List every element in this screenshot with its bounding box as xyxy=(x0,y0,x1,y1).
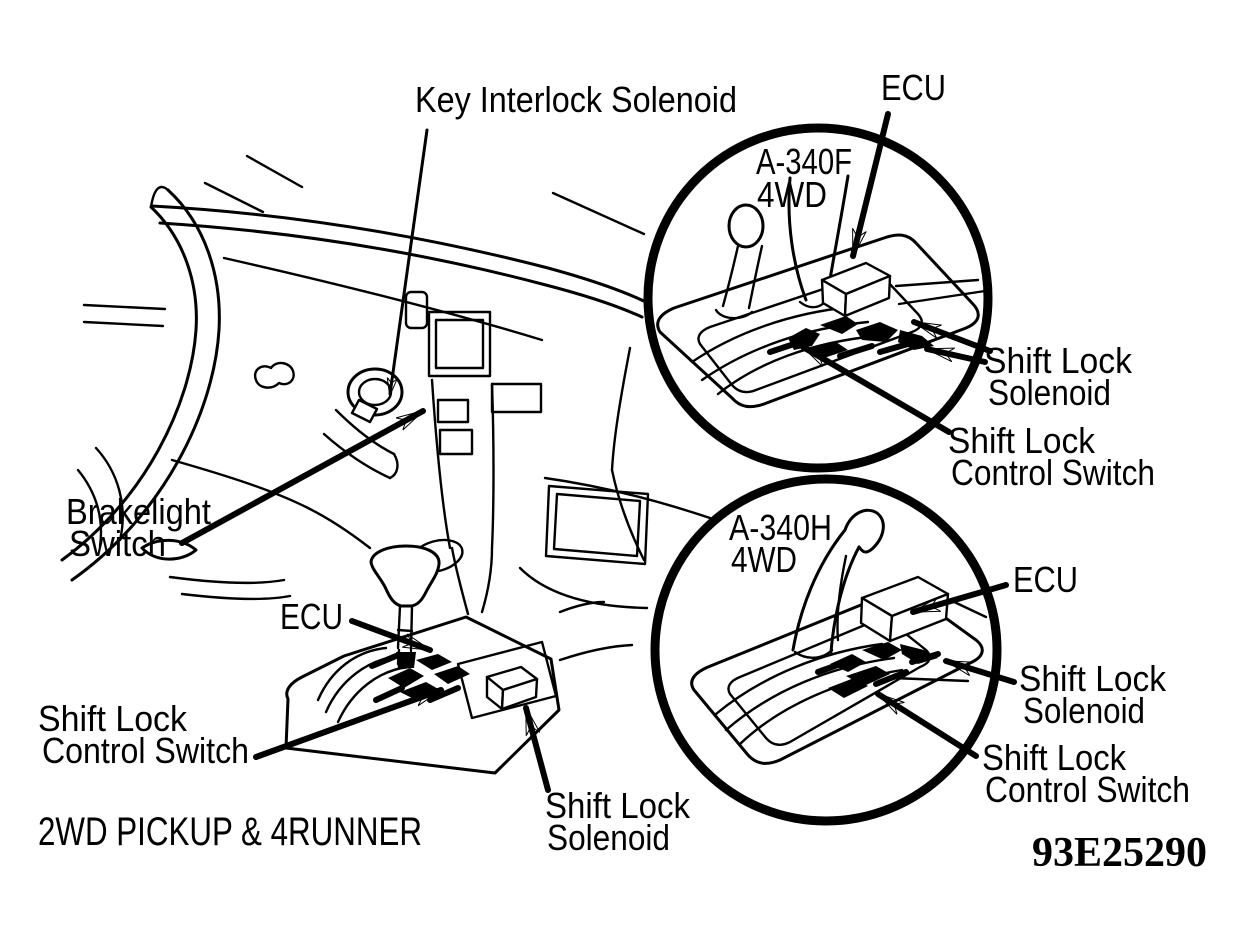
shift-lock-solenoid-main-label-line2: Solenoid xyxy=(547,817,670,858)
shift-lock-mechanism xyxy=(369,652,470,703)
shift-lock-solenoid-a340f-label-line2: Solenoid xyxy=(988,372,1111,413)
dash-handle xyxy=(253,361,295,389)
a340h-title-line2: 4WD xyxy=(731,539,797,580)
shift-lock-control-switch-a340f-label-line1: Shift Lock xyxy=(948,420,1096,461)
shift-lock-solenoid-main-label-line1: Shift Lock xyxy=(545,785,691,826)
shift-lock-control-switch-a340h-leader xyxy=(875,691,979,759)
ecu-a340f-label: ECU xyxy=(881,67,946,108)
a340h-title-line1: A-340H xyxy=(729,507,832,548)
brakelight-switch-label-line1: Brakelight xyxy=(66,491,211,532)
shift-lock-solenoid-a340f-leader-1 xyxy=(911,319,993,354)
ecu-a340f-leader xyxy=(850,111,891,259)
key-interlock-solenoid-leader xyxy=(390,128,429,394)
shift-lock-mechanism xyxy=(815,642,941,698)
instrument-opening xyxy=(427,310,492,378)
ecu-a340h-leader xyxy=(910,582,1009,615)
shift-lever xyxy=(791,508,885,659)
ecu-main-label: ECU xyxy=(280,596,343,637)
shift-lock-control-switch-main-label-line2: Control Switch xyxy=(42,730,249,771)
shift-lever-handle xyxy=(369,544,441,608)
key-interlock-solenoid-label: Key Interlock Solenoid xyxy=(415,79,737,120)
figure-id-code: 93E25290 xyxy=(1032,830,1207,876)
leader-lines xyxy=(179,111,1017,793)
inset-circle-a340f xyxy=(643,123,993,473)
shift-lock-solenoid-a340h-label-line1: Shift Lock xyxy=(1019,658,1167,699)
shift-lock-control-switch-a340h-label-line2: Control Switch xyxy=(985,769,1190,810)
steering-wheel xyxy=(60,185,221,582)
ecu-box xyxy=(820,261,892,318)
radio-opening xyxy=(490,382,543,414)
ecu-main-leader xyxy=(349,618,433,653)
brakelight-switch-leader xyxy=(179,408,426,546)
shift-lock-control-switch-a340f-leader xyxy=(800,344,952,435)
shift-lock-control-switch-a340f-label-line2: Control Switch xyxy=(951,452,1155,493)
ecu-box xyxy=(859,575,950,643)
labels: Key Interlock Solenoid ECU A-340F 4WD Sh… xyxy=(38,67,1207,876)
shift-lock-solenoid-a340f-label-line1: Shift Lock xyxy=(984,340,1133,381)
brakelight-switch-label-line2: Switch xyxy=(69,523,166,564)
ecu-a340h-label: ECU xyxy=(1013,559,1078,600)
shift-lock-solenoid-a340f-leader-2 xyxy=(924,346,988,365)
shift-lock-mechanism xyxy=(767,316,934,359)
main-view-caption: 2WD PICKUP & 4RUNNER xyxy=(38,810,422,854)
shift-lock-control-switch-main-leader xyxy=(253,687,444,760)
ignition-key xyxy=(350,398,379,424)
shift-lock-solenoid-box xyxy=(485,665,539,711)
lower-dash-opening xyxy=(544,484,650,566)
shift-lock-control-switch-a340h-label-line1: Shift Lock xyxy=(982,737,1127,778)
dash-vent xyxy=(404,290,429,330)
dashboard xyxy=(150,154,712,616)
shift-lock-solenoid-main-leader xyxy=(523,705,551,793)
shift-lock-solenoid-a340h-leader xyxy=(943,658,1017,685)
shift-lock-control-switch-main-label-line1: Shift Lock xyxy=(38,698,188,739)
transfer-lever xyxy=(714,203,765,320)
a340f-title-line2: 4WD xyxy=(757,174,827,215)
shift-lock-solenoid-a340h-label-line2: Solenoid xyxy=(1023,690,1145,731)
a340f-title-line1: A-340F xyxy=(756,141,852,182)
